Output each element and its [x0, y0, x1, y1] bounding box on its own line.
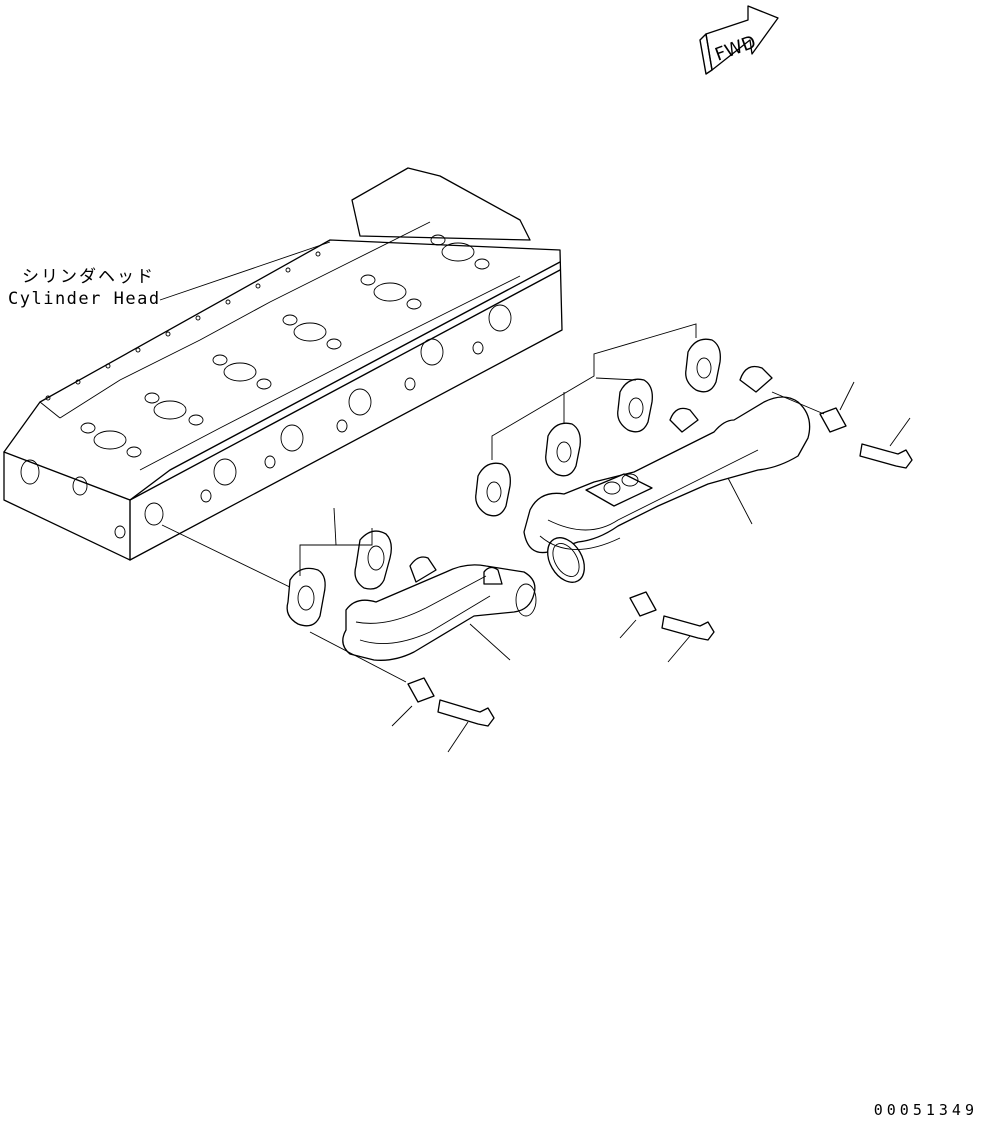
bolt-rear	[437, 699, 495, 727]
gasket-front-2	[545, 422, 581, 477]
bolt-front-upper	[859, 443, 913, 469]
gasket-rear-1	[286, 567, 326, 627]
gasket-front-4	[685, 338, 721, 393]
part-label-en: Cylinder Head	[8, 289, 161, 309]
gasket-front-1	[475, 462, 511, 517]
bolt-front-lower	[661, 615, 715, 641]
spacer-front-lower	[629, 591, 657, 617]
exhaust-manifold-front	[475, 323, 913, 663]
drawing-id: 00051349	[873, 1101, 978, 1119]
exhaust-manifold-rear	[286, 507, 537, 753]
spacer-rear	[407, 677, 435, 703]
gasket-front-3	[617, 378, 653, 433]
fwd-arrow-icon: FWD	[699, 5, 779, 75]
cylinder-head	[3, 167, 563, 593]
part-label-jp: シリンダヘッド	[22, 267, 155, 287]
gasket-rear-2	[354, 530, 392, 590]
spacer-front-upper	[819, 407, 847, 433]
